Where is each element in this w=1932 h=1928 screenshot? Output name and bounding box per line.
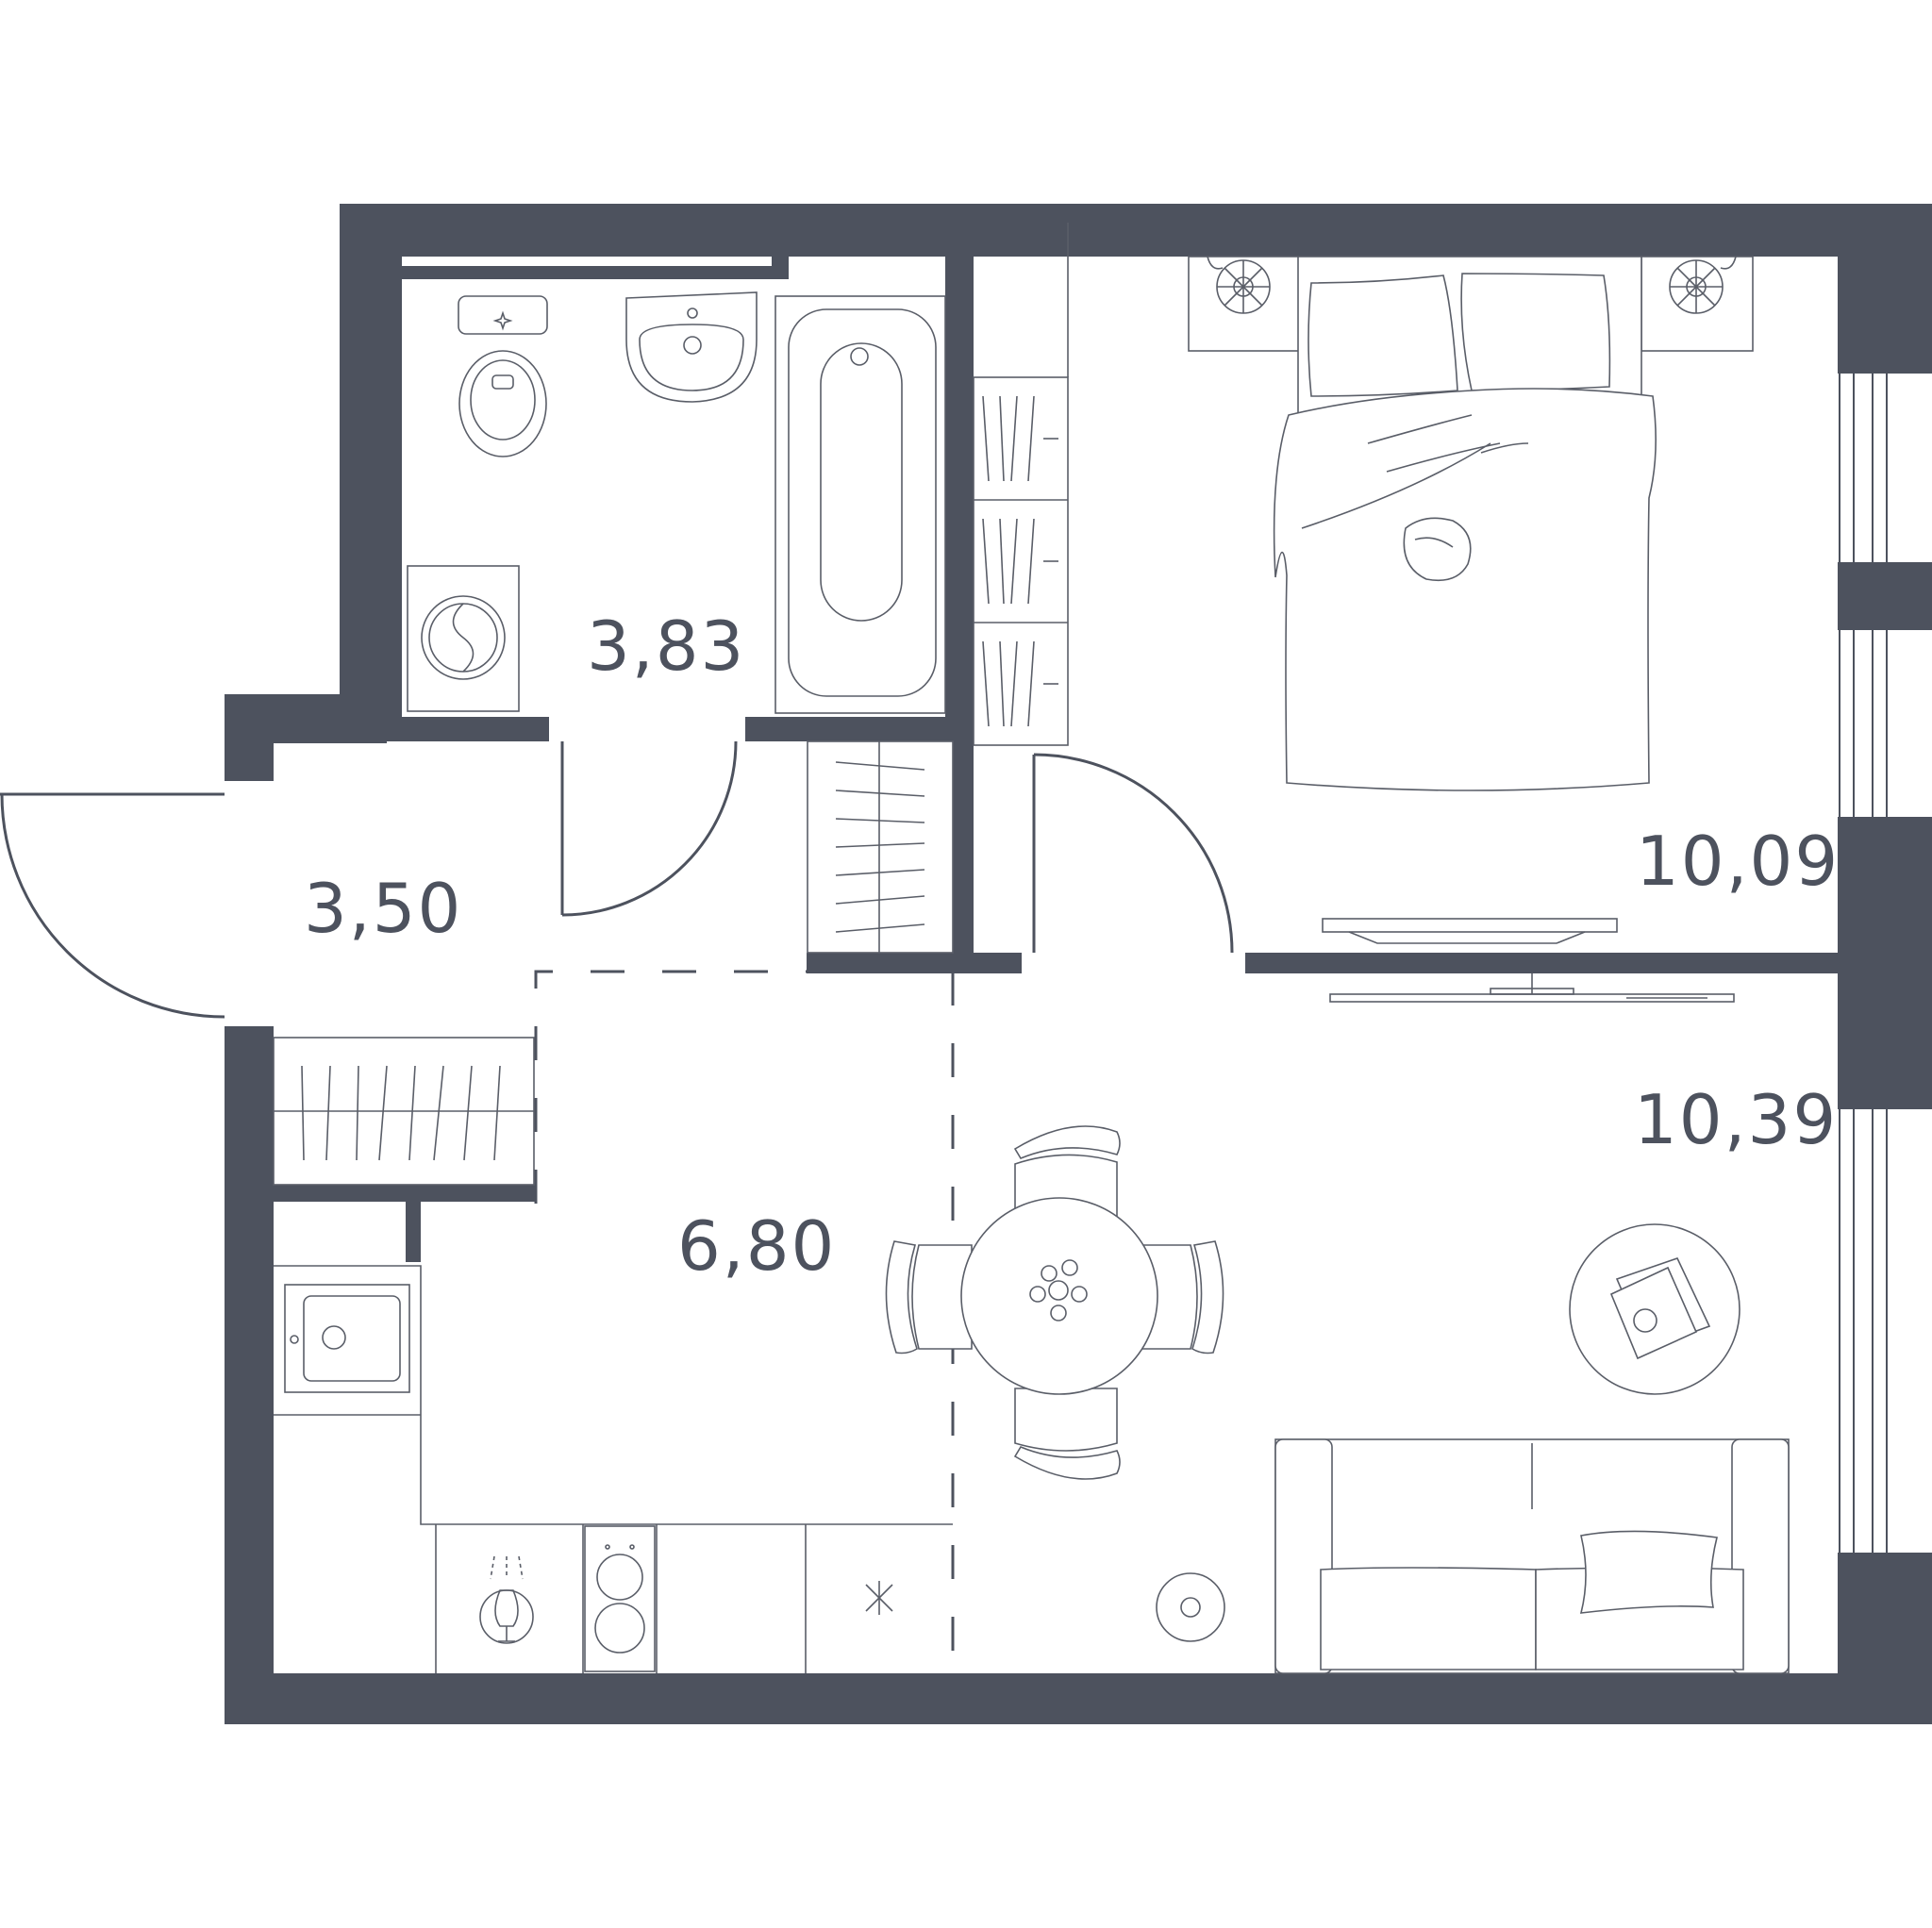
chair-icon	[885, 1240, 973, 1355]
toilet-icon	[458, 295, 548, 457]
pillow-icon	[1579, 1530, 1718, 1614]
washbasin-icon	[625, 291, 758, 403]
fridge-icon	[865, 1581, 893, 1615]
sofa-icon	[1274, 1438, 1790, 1674]
washing-machine-icon	[407, 565, 520, 712]
bedroom-area-label: 10,09	[1636, 822, 1840, 901]
bathtub-icon	[774, 295, 946, 714]
kitchen-sink-icon	[284, 1284, 410, 1393]
zone-boundaries	[534, 970, 955, 1675]
robot-vacuum-icon	[1156, 1572, 1225, 1642]
windows	[1839, 374, 1888, 1553]
lamp-icon	[1207, 256, 1737, 314]
newspaper-icon	[1609, 1257, 1711, 1360]
living-room-area-label: 10,39	[1634, 1080, 1838, 1159]
kitchen-counter	[274, 1265, 953, 1673]
wardrobe-icon	[973, 223, 1069, 746]
bed-icon	[1273, 256, 1657, 791]
pillow-icon	[1307, 274, 1458, 397]
dishwasher	[479, 1555, 534, 1644]
kitchen-area-label: 6,80	[677, 1206, 836, 1286]
dining-table-icon	[885, 1125, 1224, 1480]
entrance-door-icon	[0, 792, 225, 1019]
wardrobe-icon	[807, 740, 954, 954]
tv-icon	[1322, 918, 1735, 1003]
chair-icon	[1013, 1388, 1121, 1480]
flower-vase-icon	[1029, 1259, 1088, 1321]
stove-icon	[584, 1525, 656, 1672]
walls	[225, 204, 1932, 1724]
wardrobe-icon	[273, 1037, 535, 1186]
bedroom-door	[1032, 753, 1234, 954]
coffee-table-icon	[1569, 1223, 1740, 1395]
hallway-area-label: 3,50	[304, 869, 462, 948]
pillow-icon	[1460, 273, 1611, 391]
bathroom-door	[560, 740, 738, 917]
bathroom-area-label: 3,83	[587, 607, 745, 686]
cat-icon	[1403, 517, 1472, 582]
